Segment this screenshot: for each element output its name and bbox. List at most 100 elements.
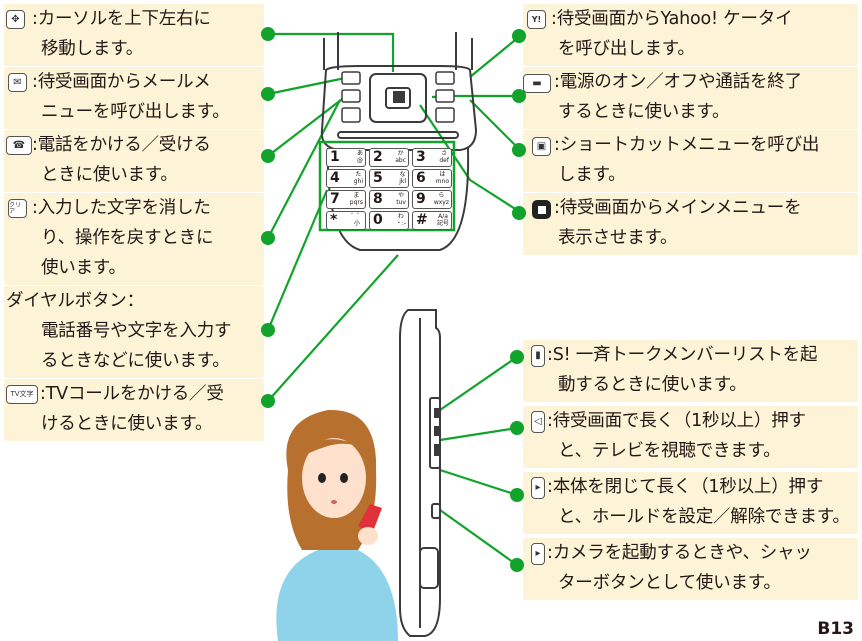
- key-sub: ゛゜ 小: [350, 213, 363, 227]
- leader-dot: [510, 421, 524, 435]
- leader-dot: [261, 149, 275, 163]
- side-camera-key-icon: ▸: [531, 543, 545, 565]
- callout-dial-line2: 電話番号や文字を入力す: [41, 321, 232, 341]
- callout-shortcut-line1: :ショートカットメニューを呼び出: [554, 135, 820, 155]
- callout-shortcut: [523, 130, 858, 192]
- leader-dot: [512, 143, 526, 157]
- dial-key[interactable]: 4 た ghi: [326, 169, 366, 188]
- key-sub: さ def: [439, 150, 449, 164]
- phone-side-illustration: [399, 309, 441, 637]
- callout-tvside: [523, 406, 858, 468]
- callout-yahoo: [523, 4, 858, 66]
- callout-talk-line2: 動するときに使います。: [558, 375, 747, 395]
- dial-key[interactable]: 0 わ ・:-: [369, 211, 409, 230]
- callout-tv-line1: :TVコールをかける／受: [40, 384, 224, 404]
- key-sub: わ ・:-: [395, 213, 406, 227]
- callout-tv-line2: けるときに使います。: [41, 414, 213, 434]
- girl-with-phone-illustration: [276, 409, 398, 641]
- leader-dot: [512, 206, 526, 220]
- callout-hold-line1: :本体を閉じて長く（1秒以上）押す: [547, 477, 824, 497]
- callout-cursor-line2: 移動します。: [41, 39, 144, 59]
- callout-main-line2: 表示させます。: [558, 228, 678, 248]
- callout-main-line1: :待受画面からメインメニューを: [554, 198, 802, 218]
- side-tv-key-icon: ◁: [531, 411, 545, 433]
- shortcut-key-icon: ▣: [532, 137, 551, 156]
- key-digit: #: [416, 212, 428, 228]
- dial-key[interactable]: 2 か abc: [369, 148, 409, 167]
- leader-dot: [510, 488, 524, 502]
- callout-shortcut-line2: します。: [558, 165, 626, 185]
- callout-mail-line1: :待受画面からメールメ: [32, 72, 211, 92]
- callout-clear: [4, 193, 264, 285]
- main-menu-key-icon: [532, 200, 551, 219]
- key-digit: 7: [330, 191, 340, 207]
- key-digit: *: [330, 212, 338, 228]
- callout-tvside-line1: :待受画面で長く（1秒以上）押す: [547, 411, 806, 431]
- dial-key[interactable]: 3 さ def: [412, 148, 452, 167]
- key-digit: 8: [373, 191, 383, 207]
- callout-power-line1: :電源のオン／オフや通話を終了: [554, 72, 802, 92]
- power-end-key-icon: ▬: [523, 74, 551, 93]
- side-talk-key-icon: ▮: [531, 345, 545, 367]
- callout-yahoo-line1: :待受画面からYahoo! ケータイ: [551, 9, 793, 29]
- key-sub: ら wxyz: [433, 192, 449, 206]
- callout-tv: [4, 379, 264, 441]
- callout-main: [523, 193, 858, 255]
- callout-camera-line1: :カメラを起動するときや、シャッ: [547, 543, 812, 563]
- key-sub: や tuv: [396, 192, 406, 206]
- leader-dot: [512, 89, 526, 103]
- dial-key[interactable]: 8 や tuv: [369, 190, 409, 209]
- key-sub: か abc: [395, 150, 406, 164]
- callout-talk-line1: :S! 一斉トークメンバーリストを起: [547, 345, 818, 365]
- dial-key[interactable]: 7 ま pqrs: [326, 190, 366, 209]
- side-hold-key-icon: ▸: [531, 477, 545, 499]
- dial-key[interactable]: 5 な jkl: [369, 169, 409, 188]
- callout-mail: [4, 67, 264, 129]
- key-digit: 4: [330, 170, 340, 186]
- callout-camera-line2: ターボタンとして使います。: [558, 573, 781, 593]
- callout-yahoo-line2: を呼び出します。: [558, 39, 695, 59]
- key-sub: ま pqrs: [349, 192, 363, 206]
- callout-dial-line3: るときなどに使います。: [41, 351, 230, 371]
- leader-dot: [261, 231, 275, 245]
- callout-hold-line2: と、ホールドを設定／解除できます。: [558, 507, 850, 527]
- page-number: B13: [817, 619, 854, 639]
- callout-mail-line2: ニューを呼び出します。: [41, 102, 230, 122]
- callout-dial-line1: ダイヤルボタン：: [6, 291, 144, 311]
- mail-key-icon: ✉: [8, 73, 27, 92]
- callout-cursor: [4, 4, 264, 66]
- leader-dot: [261, 323, 275, 337]
- leader-dot: [510, 350, 524, 364]
- key-sub: た ghi: [353, 171, 363, 185]
- key-sub: は mno: [435, 171, 449, 185]
- callout-power-line2: するときに使います。: [558, 102, 730, 122]
- dial-key[interactable]: 9 ら wxyz: [412, 190, 452, 209]
- leader-dot: [261, 87, 275, 101]
- key-digit: 2: [373, 149, 383, 165]
- dial-key[interactable]: # A/a 記号: [412, 211, 452, 230]
- call-key-icon: ☎: [6, 136, 32, 155]
- clear-key-icon: クリア: [8, 199, 27, 218]
- callout-tvside-line2: と、テレビを視聴できます。: [558, 441, 781, 461]
- callout-clear-line3: 使います。: [41, 258, 126, 278]
- key-sub: な jkl: [399, 171, 406, 185]
- callout-talk: [523, 340, 858, 402]
- key-digit: 3: [416, 149, 426, 165]
- callout-hold: [523, 472, 858, 534]
- leader-dot: [261, 394, 275, 408]
- key-sub: A/a 記号: [436, 213, 449, 227]
- key-digit: 5: [373, 170, 383, 186]
- leader-dot: [512, 29, 526, 43]
- callout-dial: [4, 286, 264, 378]
- yahoo-key-icon: Y!: [527, 10, 546, 29]
- tv-call-key-icon: TV文字: [6, 385, 38, 404]
- dial-key[interactable]: * ゛゜ 小: [326, 211, 366, 230]
- callout-call-line1: :電話をかける／受ける: [32, 135, 211, 155]
- key-digit: 9: [416, 191, 426, 207]
- callout-clear-line2: り、操作を戻すときに: [41, 228, 214, 248]
- key-digit: 0: [373, 212, 383, 228]
